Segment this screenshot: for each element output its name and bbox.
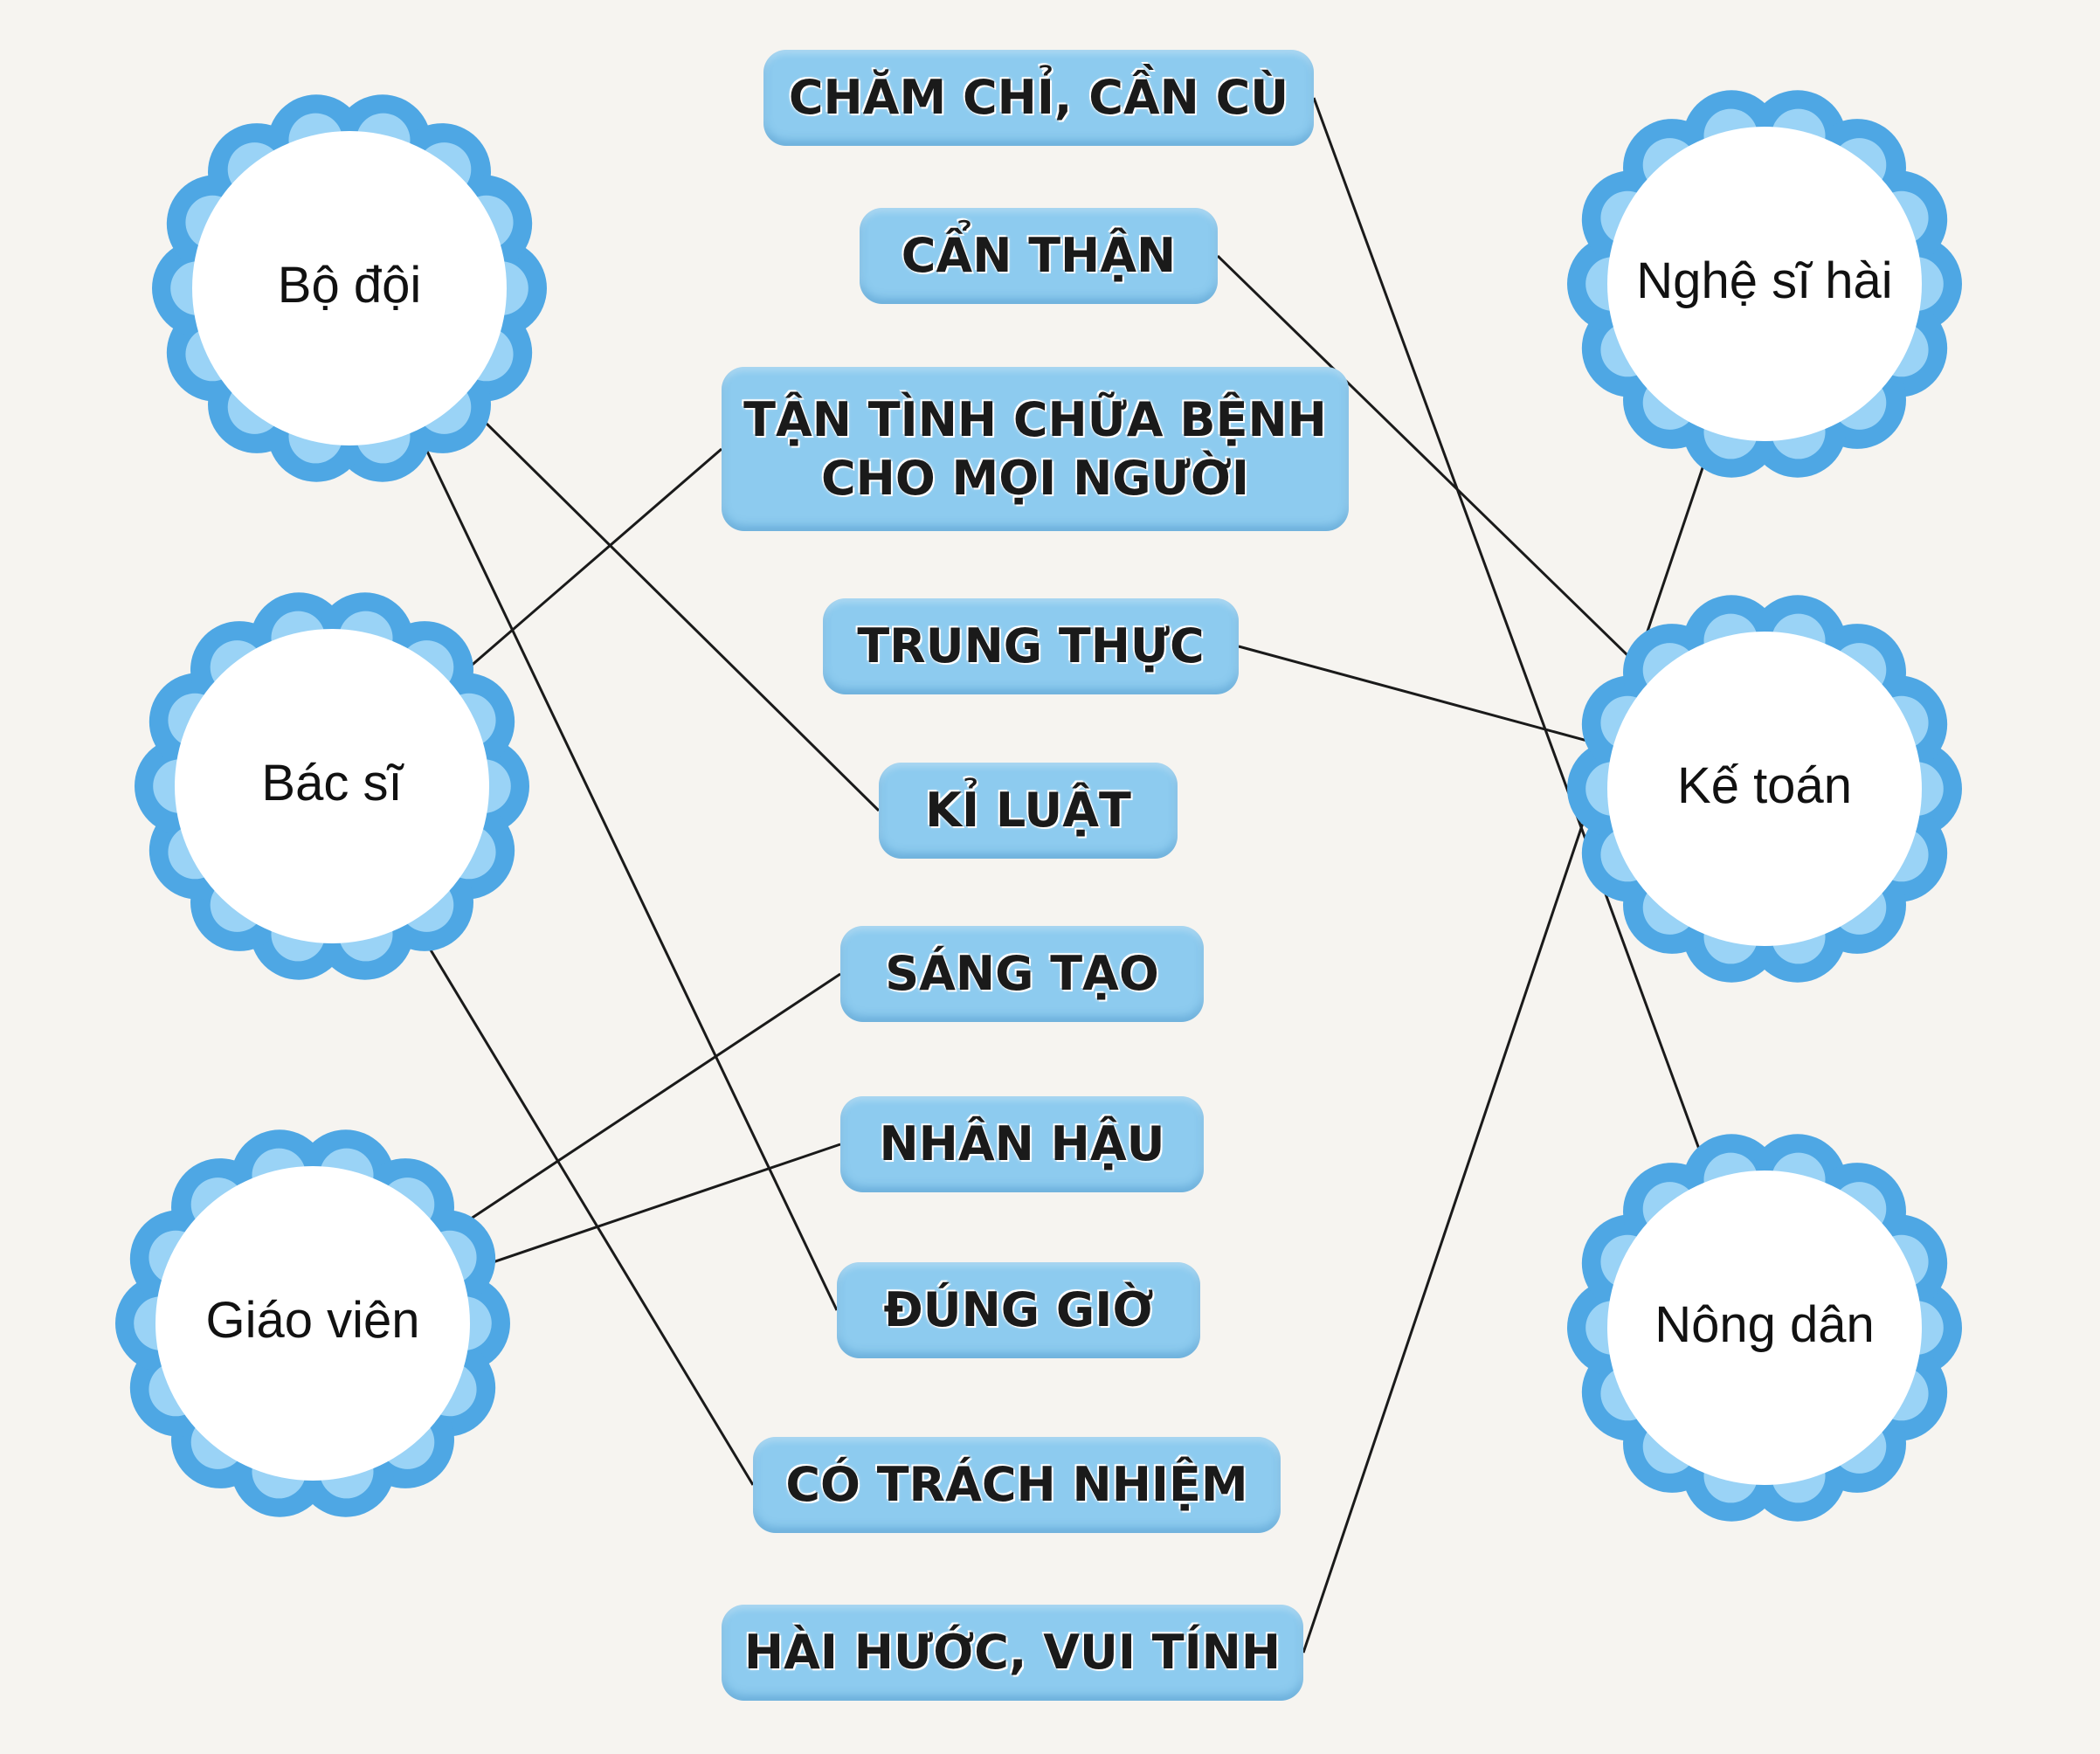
flower-badge-icon	[115, 1129, 510, 1517]
quality-cham-chi[interactable]: CHĂM CHỈ, CẦN CÙ	[763, 50, 1314, 146]
flower-center	[175, 629, 489, 943]
quality-sang-tao[interactable]: SÁNG TẠO	[840, 926, 1204, 1022]
connection-line-bac-si-trach-nhiem	[411, 920, 755, 1486]
profession-label: Kế toán	[1677, 757, 1852, 814]
flower-center	[1607, 632, 1922, 946]
quality-label: SÁNG TẠO	[885, 946, 1159, 1002]
profession-bo-doi[interactable]: Bộ đội	[149, 87, 550, 489]
connection-line-giao-vien-sang-tao	[443, 972, 841, 1238]
profession-giao-vien[interactable]: Giáo viên	[112, 1122, 514, 1524]
profession-bac-si[interactable]: Bác sĩ	[131, 585, 533, 987]
flower-center	[1607, 127, 1922, 441]
quality-nhan-hau[interactable]: NHÂN HẬU	[840, 1096, 1204, 1192]
flower-badge-icon	[1567, 595, 1962, 983]
connection-line-bo-doi-ki-luat	[460, 397, 881, 812]
connection-line-ke-toan-can-than	[1216, 254, 1654, 680]
quality-label-line-2: CHO MỌI NGƯỜI	[821, 451, 1249, 506]
quality-label: CÓ TRÁCH NHIỆM	[785, 1457, 1248, 1513]
profession-ke-toan[interactable]: Kế toán	[1564, 588, 1965, 990]
profession-nghe-si-hai[interactable]: Nghệ sĩ hài	[1564, 83, 1965, 485]
profession-label: Giáo viên	[205, 1292, 420, 1349]
connection-line-bac-si-tan-tinh	[450, 447, 722, 685]
connection-line-nong-dan-cham-chi	[1312, 97, 1712, 1181]
profession-label: Nông dân	[1654, 1296, 1875, 1353]
connection-line-giao-vien-nhan-hau	[460, 1143, 841, 1274]
quality-ki-luat[interactable]: KỈ LUẬT	[879, 763, 1178, 859]
profession-label: Bác sĩ	[261, 755, 403, 811]
quality-hai-huoc[interactable]: HÀI HƯỚC, VUI TÍNH	[722, 1605, 1303, 1701]
quality-label: KỈ LUẬT	[925, 783, 1131, 839]
quality-tan-tinh[interactable]: TẬN TÌNH CHỮA BỆNH CHO MỌI NGƯỜI	[722, 367, 1349, 531]
profession-label: Nghệ sĩ hài	[1636, 252, 1893, 309]
quality-trung-thuc[interactable]: TRUNG THỰC	[823, 598, 1239, 694]
profession-label: Bộ đội	[277, 257, 422, 314]
flower-badge-icon	[152, 94, 547, 482]
quality-label: NHÂN HẬU	[879, 1116, 1165, 1172]
quality-label-line-1: TẬN TÌNH CHỮA BỆNH	[743, 391, 1327, 447]
quality-label: CHĂM CHỈ, CẦN CÙ	[788, 70, 1289, 126]
quality-dung-gio[interactable]: ĐÚNG GIỜ	[837, 1262, 1200, 1358]
quality-label: TRUNG THỰC	[857, 618, 1205, 674]
connection-line-ke-toan-trung-thuc	[1238, 645, 1613, 749]
connection-line-bo-doi-dung-gio	[416, 429, 839, 1311]
profession-nong-dan[interactable]: Nông dân	[1564, 1127, 1965, 1529]
flower-badge-icon	[135, 592, 529, 980]
quality-label: CẨN THẬN	[901, 228, 1177, 284]
flower-badge-icon	[1567, 90, 1962, 478]
quality-trach-nhiem[interactable]: CÓ TRÁCH NHIỆM	[753, 1437, 1281, 1533]
flower-badge-icon	[1567, 1134, 1962, 1522]
quality-can-than[interactable]: CẨN THẬN	[860, 208, 1218, 304]
flower-center	[1607, 1170, 1922, 1485]
quality-label: HÀI HƯỚC, VUI TÍNH	[743, 1625, 1281, 1681]
flower-center	[192, 131, 507, 445]
quality-label: ĐÚNG GIỜ	[883, 1282, 1154, 1338]
flower-center	[155, 1166, 470, 1481]
